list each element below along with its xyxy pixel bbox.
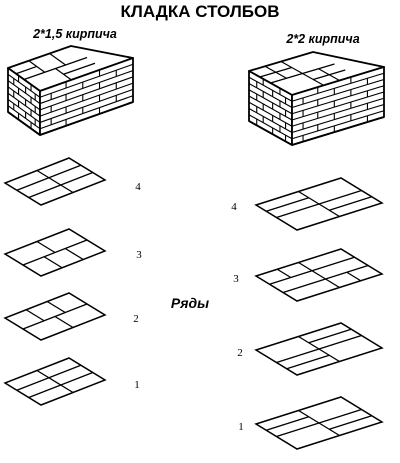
bed-joint (248, 108, 293, 133)
plan-brick-joint (36, 369, 74, 394)
bed-joint (248, 114, 293, 140)
plan-brick-joint (28, 171, 93, 199)
diagram-title: КЛАДКА СТОЛБОВ (121, 2, 280, 21)
right-column-label: 2*2 кирпича (285, 32, 359, 46)
bed-joint (39, 63, 134, 98)
bed-joint (291, 78, 385, 109)
left-row-number-2: 2 (133, 313, 139, 325)
plan-brick-joint (16, 164, 82, 191)
left-row-plan-1 (3, 357, 107, 406)
left-row-plans (3, 157, 107, 406)
plan-brick-joint (298, 261, 340, 289)
block-base-edge (39, 101, 134, 136)
right-row-plan-4 (254, 177, 384, 231)
right-row-number-1: 1 (238, 421, 244, 433)
bed-joint (39, 95, 134, 130)
top-brick-joint (63, 62, 96, 75)
left-column-block (7, 45, 134, 136)
plan-brick-joint (64, 247, 84, 261)
bed-joint (39, 82, 134, 117)
plan-brick-joint (266, 197, 309, 212)
right-row-plan-1 (254, 396, 384, 450)
bed-joint (7, 98, 41, 123)
bed-joint (291, 72, 385, 102)
bed-joint (39, 76, 134, 111)
plan-brick-joint (36, 169, 74, 194)
plan-brick-joint (269, 256, 355, 285)
left-row-number-3: 3 (136, 249, 142, 261)
bed-joint (7, 73, 41, 98)
left-column-label: 2*1,5 кирпича (32, 27, 117, 41)
top-brick-joint (264, 65, 287, 79)
bed-joint (39, 88, 134, 123)
bed-joint (291, 103, 385, 134)
block-base-edge (291, 116, 385, 146)
plan-brick-joint (286, 354, 330, 370)
bed-joint (248, 95, 293, 121)
top-brick-joint (318, 68, 341, 82)
rows-label: Ряды (171, 295, 209, 311)
left-row-number-4: 4 (135, 181, 141, 193)
bed-joint (248, 101, 293, 127)
right-row-plan-3 (254, 248, 384, 302)
right-row-number-3: 3 (233, 273, 239, 285)
bed-joint (248, 76, 293, 102)
bed-joint (291, 110, 385, 140)
bed-joint (39, 70, 134, 105)
plan-brick-joint (308, 328, 352, 344)
left-row-plan-2 (3, 292, 107, 341)
bed-joint (7, 86, 41, 111)
top-brick-joint (280, 60, 325, 87)
left-row-plan-4 (3, 157, 107, 206)
plan-brick-joint (329, 415, 372, 430)
plan-brick-joint (282, 264, 369, 294)
plan-brick-joint (276, 189, 362, 219)
plan-brick-joint (276, 408, 362, 438)
bed-joint (291, 97, 385, 127)
plan-brick-joint (28, 371, 93, 399)
right-row-number-4: 4 (231, 201, 237, 213)
left-row-plan-3 (3, 228, 107, 277)
plan-brick-joint (276, 268, 292, 279)
block-base-edge (248, 120, 293, 146)
plan-brick-joint (346, 271, 362, 282)
right-row-number-2: 2 (237, 347, 243, 359)
bed-joint (248, 89, 293, 115)
plan-brick-joint (329, 196, 372, 211)
plan-brick-joint (25, 309, 45, 322)
bed-joint (248, 83, 293, 108)
top-brick-joint (49, 52, 66, 66)
left-row-number-1: 1 (134, 379, 140, 391)
plan-brick-joint (266, 416, 309, 431)
right-row-plans (254, 177, 384, 450)
plan-brick-joint (36, 240, 56, 254)
bed-joint (291, 91, 385, 121)
right-column-block (248, 51, 385, 146)
plan-brick-joint (16, 364, 82, 391)
plan-brick-joint (46, 300, 66, 314)
plan-brick-joint (54, 315, 74, 329)
right-row-plan-2 (254, 322, 384, 376)
block-base-edge (7, 111, 41, 136)
top-brick-joint (15, 65, 37, 75)
plan-brick-joint (43, 256, 63, 269)
bed-joint (291, 85, 385, 115)
